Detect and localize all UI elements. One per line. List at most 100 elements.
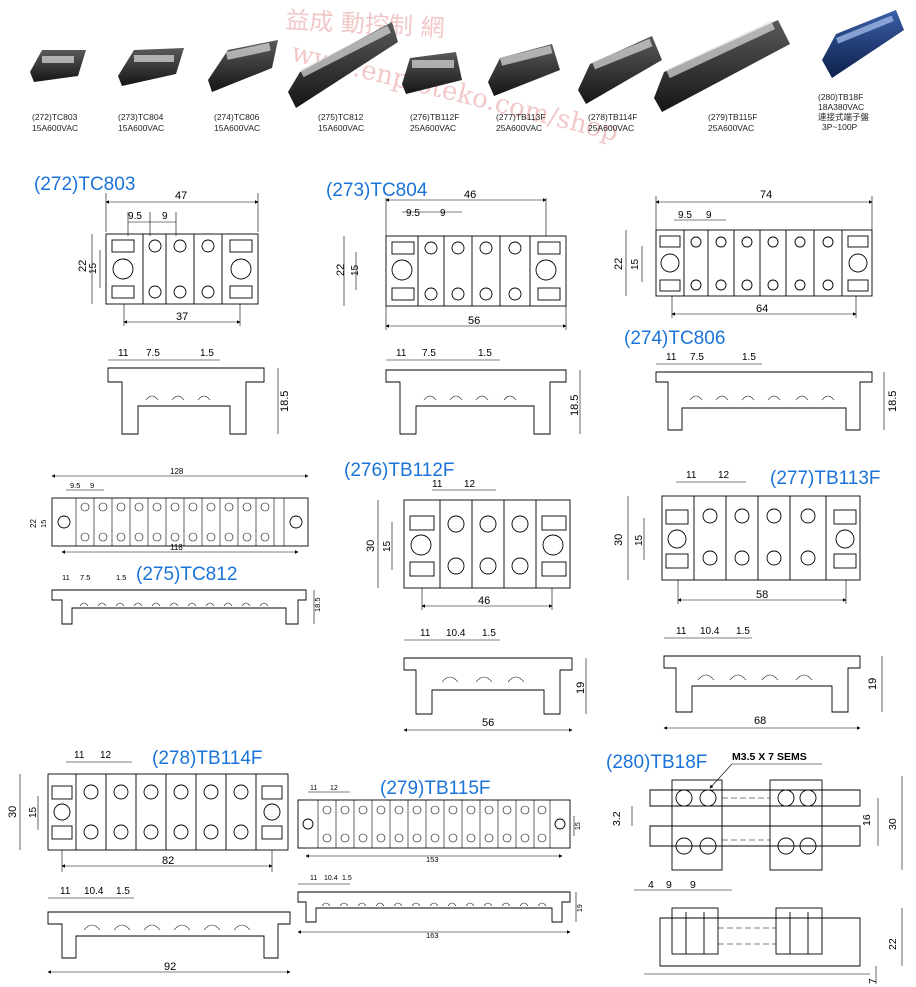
caption-274-rating: 15A600VAC — [214, 123, 260, 133]
drawing-tb18f: (280)TB18F M3.5 X 7 SEMS 3.2 16 30 4 9 9 — [606, 751, 903, 984]
caption-272-model: (272)TC803 — [32, 112, 78, 122]
caption-277-model: (277)TB113F — [496, 112, 545, 122]
drawing-tb115f: (279)TB115F 11 12 15 153 11 10.4 1.5 19 … — [297, 778, 584, 940]
tc812-dim-base: 118 — [170, 543, 183, 552]
tc804-dim-h2: 15 — [350, 264, 361, 276]
tc806-dim-h1: 22 — [613, 258, 625, 270]
tb115f-dim-s1: 11 — [310, 875, 317, 882]
tb115f-dim-sh: 19 — [577, 904, 584, 912]
tc803-dim-p2: 9 — [162, 211, 168, 222]
tc803-title: (272)TC803 — [34, 174, 135, 195]
product-photo-279 — [654, 20, 790, 112]
tb114f-dim-p1: 11 — [74, 750, 85, 761]
tc804-dim-base: 56 — [468, 315, 480, 327]
tb114f-dim-s3: 1.5 — [116, 886, 130, 897]
tc804-dim-sh: 18.5 — [569, 395, 581, 416]
caption-276-model: (276)TB112F — [410, 112, 459, 122]
tb114f-dim-s1: 11 — [60, 886, 71, 897]
tb113f-dim-p2: 12 — [718, 470, 730, 481]
tb113f-dim-s1: 11 — [676, 626, 687, 637]
tb115f-dim-p1: 11 — [310, 785, 317, 792]
caption-273-rating: 15A600VAC — [118, 123, 164, 133]
caption-280-model: (280)TB18F — [818, 92, 863, 102]
tc803-dim-sh: 18.5 — [279, 391, 291, 412]
tc803-dim-s3: 1.5 — [200, 348, 214, 359]
tc806-dim-sh: 18.5 — [887, 391, 899, 412]
tc803-dim-width: 47 — [175, 190, 187, 202]
tb18f-dim-d5: 9 — [666, 879, 672, 891]
caption-272-rating: 15A600VAC — [32, 123, 78, 133]
tb114f-dim-h2: 15 — [28, 806, 39, 818]
product-photo-280 — [822, 10, 904, 78]
tc803-dim-h2: 15 — [88, 262, 99, 274]
tb114f-dim-h1: 30 — [7, 806, 19, 818]
tb112f-dim-sbase: 56 — [482, 717, 494, 729]
product-photo-278 — [578, 36, 662, 104]
tb115f-terminal-columns — [317, 800, 551, 848]
tb113f-dim-s3: 1.5 — [736, 626, 750, 637]
tb114f-dim-sbase: 92 — [164, 961, 176, 973]
tb113f-dim-h1: 30 — [613, 534, 625, 546]
tc812-dim-h1: 22 — [29, 519, 38, 528]
product-photo-272 — [30, 50, 86, 82]
caption-275-rating: 15A600VAC — [318, 123, 364, 133]
tc806-dim-p1: 9.5 — [678, 210, 692, 221]
tc806-dim-width: 74 — [760, 189, 772, 201]
tb18f-dim-d2: 16 — [861, 814, 873, 826]
tc812-dim-p1: 9.5 — [70, 481, 80, 490]
caption-273-model: (273)TC804 — [118, 112, 164, 122]
tb115f-dim-base: 153 — [426, 855, 439, 864]
tc804-dim-width: 46 — [464, 189, 476, 201]
tb114f-dim-base: 82 — [162, 855, 174, 867]
tc803-dim-base: 37 — [176, 311, 188, 323]
drawing-tc804: (273)TC804 46 9.5 9 22 15 56 11 7.5 1.5 … — [326, 180, 581, 435]
tb18f-dim-d3: 30 — [887, 818, 899, 830]
tb114f-title: (278)TB114F — [152, 748, 263, 769]
tc812-dim-s2: 7.5 — [80, 573, 90, 582]
tc806-dim-s1: 11 — [666, 352, 677, 363]
drawing-tc806: 74 9.5 9 22 15 64 (274)TC806 11 7.5 1.5 … — [613, 189, 899, 431]
product-photo-274 — [208, 40, 278, 92]
tb115f-title: (279)TB115F — [380, 778, 491, 799]
tc803-dim-s1: 11 — [118, 348, 129, 359]
tc812-title: (275)TC812 — [136, 564, 237, 585]
caption-274-model: (274)TC806 — [214, 112, 260, 122]
drawing-tb114f: (278)TB114F 11 12 30 15 82 11 10.4 1.5 9… — [7, 748, 291, 974]
caption-280-range: 3P~100P — [822, 122, 858, 132]
tc812-dim-h2: 15 — [39, 520, 48, 528]
tc812-dim-sh: 18.5 — [313, 597, 322, 612]
caption-278-model: (278)TB114F — [588, 112, 637, 122]
tc806-terminal-columns — [683, 230, 843, 296]
tb114f-dim-s2: 10.4 — [84, 886, 104, 897]
product-photo-273 — [118, 48, 184, 86]
caption-280-type: 連接式端子盤 — [818, 112, 870, 122]
tb115f-dim-s3: 1.5 — [342, 875, 352, 882]
tb18f-dim-d4: 4 — [648, 879, 654, 891]
caption-279-rating: 25A600VAC — [708, 123, 754, 133]
tc804-dim-s2: 7.5 — [422, 348, 436, 359]
drawing-tb112f: (276)TB112F 11 12 30 15 46 11 10.4 1.5 5… — [344, 460, 587, 732]
tb112f-dim-base: 46 — [478, 595, 490, 607]
tb112f-dim-h1: 30 — [365, 540, 377, 552]
tb113f-title: (277)TB113F — [770, 468, 881, 489]
product-photo-277 — [488, 44, 560, 96]
tc804-title: (273)TC804 — [326, 180, 428, 201]
tb112f-dim-s2: 10.4 — [446, 628, 466, 639]
tc806-dim-base: 64 — [756, 303, 768, 315]
tc812-dim-width: 128 — [170, 467, 184, 476]
tc803-dim-p1: 9.5 — [128, 211, 142, 222]
drawing-tb113f: (277)TB113F 11 12 30 15 58 11 10.4 1.5 6… — [613, 468, 883, 730]
tb112f-dim-h2: 15 — [382, 540, 393, 552]
tb112f-dim-s1: 11 — [420, 628, 431, 639]
tb112f-dim-s3: 1.5 — [482, 628, 496, 639]
tb115f-dim-s2: 10.4 — [324, 875, 338, 882]
tc812-dim-p2: 9 — [90, 481, 94, 490]
tb115f-dim-sbase: 163 — [426, 931, 439, 940]
tc804-dim-h1: 22 — [335, 264, 347, 276]
tb112f-dim-p2: 12 — [464, 479, 476, 490]
drawing-tc812: 128 9.5 9 22 15 118 (275)TC812 11 7.5 1.… — [29, 467, 322, 625]
tb18f-dim-d7: 7 — [867, 978, 879, 984]
tc806-title: (274)TC806 — [624, 328, 725, 349]
